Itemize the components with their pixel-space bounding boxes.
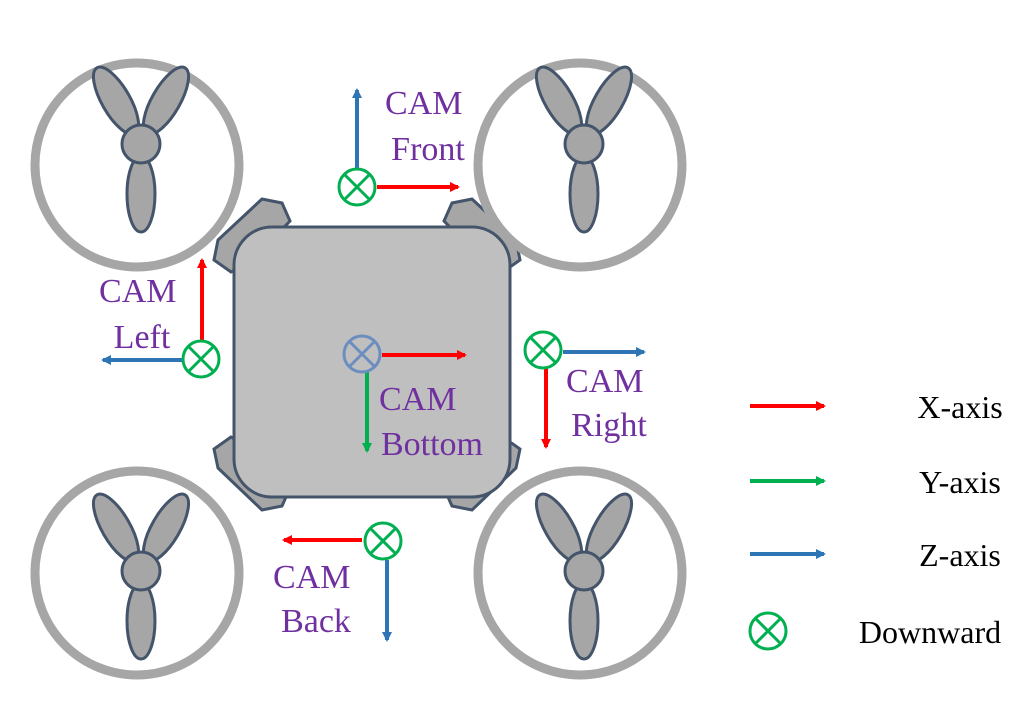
svg-text:Z-axis: Z-axis [919,537,1001,573]
cam-front-label: CAM Front [385,85,471,168]
downward-icon [181,339,221,379]
svg-text:Y-axis: Y-axis [919,464,1001,500]
legend-item-downward: Downward [748,611,1001,651]
legend-item-x-axis: X-axis [750,389,1003,425]
cam-bottom-label: CAM Bottom [379,381,483,463]
rotor-front-right [473,58,687,272]
legend-item-z-axis: Z-axis [750,537,1001,573]
cam-front-axes [337,88,460,207]
rotor-back-right [473,466,687,680]
cam-bottom-axes [342,334,467,453]
cam-right-axes [523,330,646,449]
cam-back-axes [282,521,403,642]
downward-icon [523,330,563,370]
rotor-back-left [30,466,244,680]
downward-icon [342,334,382,374]
svg-text:Downward: Downward [859,614,1001,650]
svg-text:X-axis: X-axis [917,389,1002,425]
cam-back-label: CAM Back [273,559,359,640]
cam-left-axes [101,258,221,379]
downward-icon [748,611,788,651]
rotor-front-left [30,58,244,272]
legend-item-y-axis: Y-axis [750,464,1001,500]
downward-icon [337,167,377,207]
cam-right-label: CAM Right [566,363,652,444]
downward-icon [363,521,403,561]
legend: X-axis Y-axis Z-axis Downward [748,389,1003,651]
cam-left-label: CAM Left [99,273,185,356]
